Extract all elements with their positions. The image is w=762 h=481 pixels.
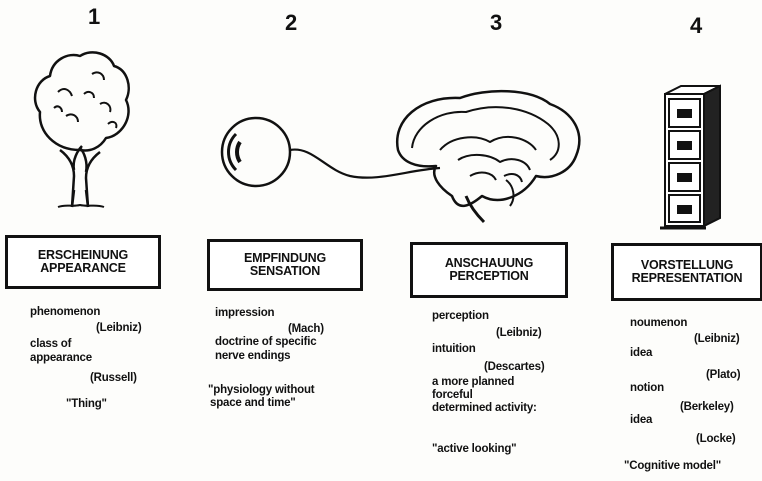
note-author: (Descartes) — [484, 361, 545, 373]
note-text: idea — [630, 347, 653, 359]
column-number-2: 2 — [285, 10, 298, 35]
box-german-label: VORSTELLUNG — [640, 257, 734, 272]
note-author: (Russell) — [90, 372, 137, 384]
box-english-label: PERCEPTION — [449, 269, 529, 283]
note-author: (Plato) — [706, 369, 741, 381]
box-english-label: SENSATION — [249, 264, 321, 278]
note-quote: "physiology without — [208, 384, 315, 396]
note-quote: "Cognitive model" — [624, 460, 721, 472]
note-text: nerve endings — [215, 350, 291, 362]
tree-icon — [33, 51, 130, 208]
box-representation: VORSTELLUNG REPRESENTATION — [611, 243, 762, 301]
note-text: doctrine of specific — [215, 336, 317, 348]
box-german-label: ANSCHAUUNG — [444, 255, 534, 270]
note-author: (Leibniz) — [96, 322, 142, 334]
column-number-3: 3 — [490, 10, 503, 35]
note-author: (Mach) — [288, 323, 324, 335]
note-author: (Leibniz) — [496, 327, 542, 339]
note-text: class of — [30, 338, 72, 350]
note-text: noumenon — [630, 317, 688, 329]
column-number-1: 1 — [88, 4, 101, 29]
note-quote: "Thing" — [66, 398, 107, 410]
note-text: idea — [630, 414, 653, 426]
box-appearance: ERSCHEINUNG APPEARANCE — [5, 235, 161, 289]
box-english-label: REPRESENTATION — [631, 271, 743, 285]
note-text: determined activity: — [432, 402, 537, 414]
note-text: forceful — [432, 389, 473, 401]
note-author: (Locke) — [696, 433, 736, 445]
box-perception: ANSCHAUUNG PERCEPTION — [410, 242, 568, 298]
note-text: appearance — [30, 352, 92, 364]
note-author: (Berkeley) — [680, 401, 734, 413]
note-text: notion — [630, 382, 664, 394]
box-english-label: APPEARANCE — [40, 261, 126, 275]
box-sensation: EMPFINDUNG SENSATION — [207, 239, 363, 291]
note-text: a more planned — [432, 376, 515, 388]
filing-cabinet-icon — [660, 84, 721, 230]
note-quote: "active looking" — [432, 443, 517, 455]
note-text: perception — [432, 310, 489, 322]
note-author: (Leibniz) — [694, 333, 740, 345]
box-german-label: EMPFINDUNG — [243, 250, 327, 265]
note-text: intuition — [432, 343, 476, 355]
brain-icon — [395, 89, 581, 224]
note-text: impression — [215, 307, 275, 319]
box-german-label: ERSCHEINUNG — [37, 247, 129, 262]
note-text: phenomenon — [30, 306, 101, 318]
note-quote: space and time" — [210, 397, 296, 409]
eye-icon — [220, 116, 441, 188]
column-number-4: 4 — [690, 13, 703, 38]
